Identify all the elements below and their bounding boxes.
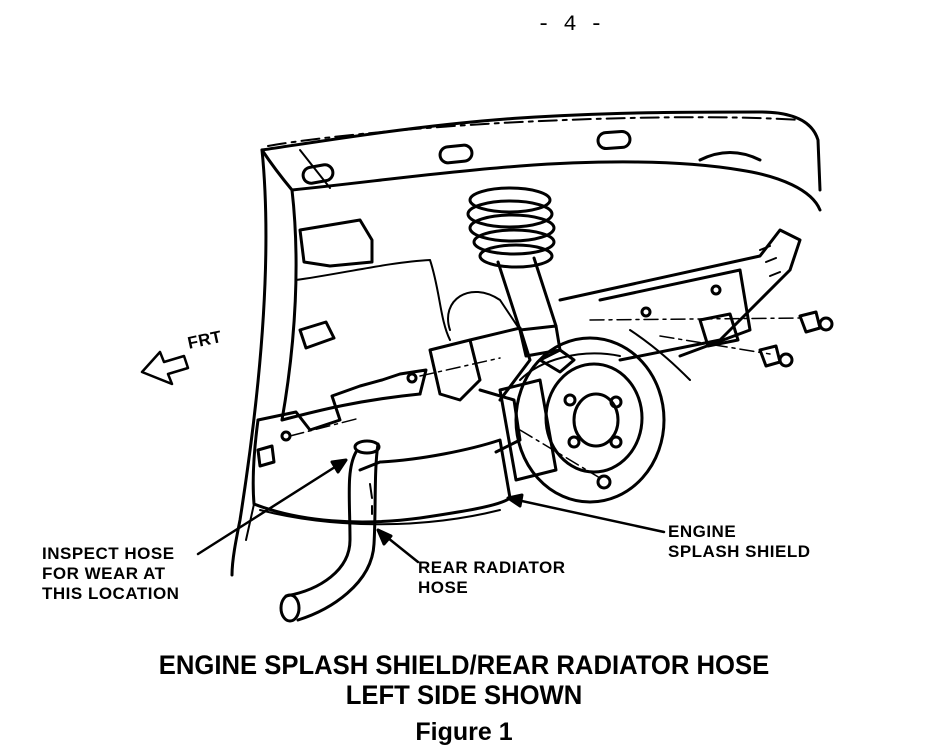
splash-shield-bracket bbox=[558, 228, 802, 381]
control-arm bbox=[406, 326, 532, 454]
strut-assembly bbox=[447, 186, 562, 358]
engine-splash-shield-label: ENGINE SPLASH SHIELD bbox=[668, 522, 811, 561]
bolt-upper bbox=[798, 310, 834, 334]
caption-line-1: ENGINE SPLASH SHIELD/REAR RADIATOR HOSE bbox=[158, 650, 770, 680]
bolt-lower bbox=[758, 344, 794, 368]
leader-inspect-hose bbox=[196, 458, 348, 556]
frame-rail bbox=[260, 110, 822, 212]
rear-radiator-hose bbox=[279, 439, 381, 623]
inspect-hose-label: INSPECT HOSE FOR WEAR AT THIS LOCATION bbox=[42, 544, 180, 603]
rear-radiator-hose-label: REAR RADIATOR HOSE bbox=[418, 558, 566, 597]
brake-rotor bbox=[498, 336, 666, 504]
figure-caption: ENGINE SPLASH SHIELD/REAR RADIATOR HOSE … bbox=[23, 650, 905, 710]
engine-splash-shield bbox=[245, 368, 512, 541]
caption-line-2: LEFT SIDE SHOWN bbox=[345, 680, 583, 710]
inner-fender bbox=[230, 148, 451, 577]
front-arrow-icon bbox=[140, 350, 190, 386]
figure-label: Figure 1 bbox=[415, 718, 513, 746]
leader-engine-splash-shield bbox=[506, 493, 666, 534]
leader-rear-radiator-hose bbox=[376, 528, 420, 564]
page-number: - 4 - bbox=[536, 12, 603, 37]
